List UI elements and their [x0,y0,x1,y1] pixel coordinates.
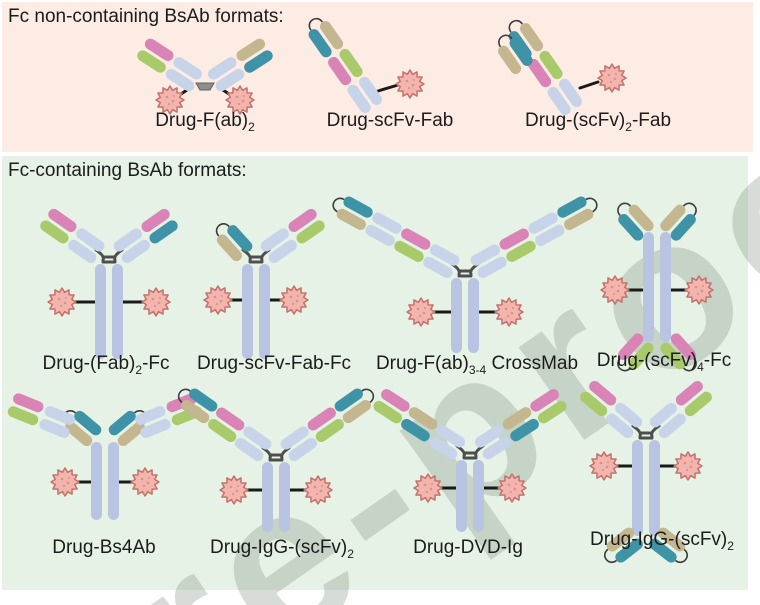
fab-arm [577,378,645,441]
diagram-drug-scfv4-fc [600,210,714,372]
fc-stem [95,264,123,359]
label-drug-bs4ab: Drug-Bs4Ab [52,537,156,558]
fc-stem [262,462,290,532]
label-drug-scfv2-fab: Drug-(scFv)2-Fab [524,110,672,134]
scfv-fab-chain [302,13,385,116]
diagram-drug-igg-scfv2-first [190,392,394,532]
diagram-drug-bs4ab [6,391,204,520]
scfv-unit [210,217,255,263]
fc-stem [91,442,119,520]
fab-arm [258,206,327,266]
fc-stem [643,232,671,342]
hinge-icon [94,248,124,264]
scfv-unit [57,404,103,449]
diagram-drug-fab2 [135,36,275,115]
drug-starburst-icon [673,451,703,481]
drug-starburst-icon [279,285,309,315]
linker-icon [195,82,215,91]
hinge-icon [241,248,271,264]
fc-stem [456,460,484,532]
fc-stem [242,264,270,359]
fab-arm [278,382,379,464]
hinge-icon [455,444,485,460]
drug-starburst-icon [203,285,233,315]
label-drug-fab2-fc: Drug-(Fab)2-Fc [42,353,170,377]
diagram-drug-scfv-fab-fc [203,206,327,359]
label-drug-fab2: Drug-F(ab)2 [155,110,255,134]
drug-starburst-icon [684,275,714,305]
hinge-icon [631,424,661,440]
fc-stem [451,278,479,353]
diagram-drug-scfv2-fab [496,20,627,118]
drug-starburst-icon [406,297,436,327]
hinge-icon [450,262,480,278]
drug-starburst-icon [494,297,524,327]
fab-arm [6,391,77,440]
fab-arm [371,387,468,462]
panel-fc-non-containing [2,2,753,152]
label-drug-scfv4-fc: Drug-(scFv)4-Fc [596,350,732,374]
diagram-drug-fab2-fc [38,206,180,359]
fab-arm [111,206,180,266]
fab-arm [205,36,275,94]
drug-starburst-icon [47,287,77,317]
drug-starburst-icon [219,475,249,505]
label-drug-fab34-crossmab: Drug-F(ab)3-4 CrossMab [375,353,579,377]
scfv-unit [106,404,152,449]
fab-arm [38,206,107,266]
drug-starburst-icon [497,473,527,503]
diagram-drug-scfv-fab [312,24,425,116]
section-title-fc-non-containing: Fc non-containing BsAb formats: [8,6,284,27]
fab-arm [647,378,715,441]
fab-arm [135,36,205,94]
drug-starburst-icon [589,451,619,481]
diagram-drug-fab34-crossmab [350,200,594,353]
drug-starburst-icon [141,287,171,317]
hinge-icon [261,446,291,462]
label-drug-igg-scfv2-first: Drug-IgG-(scFv)2 [210,537,354,561]
drug-starburst-icon [303,475,333,505]
drug-starburst-icon [395,69,425,99]
diagram-drug-dvd-ig [371,387,569,532]
drug-starburst-icon [50,467,80,497]
label-drug-scfv-fab: Drug-scFv-Fab [326,110,454,131]
label-drug-igg-scfv2-second: Drug-IgG-(scFv)2 [590,529,734,553]
diagram-drug-igg-scfv2-second [577,378,715,560]
drug-starburst-icon [413,473,443,503]
fab-arm [472,387,569,462]
section-title-fc-containing: Fc-containing BsAb formats: [8,160,247,181]
drug-starburst-icon [597,63,627,93]
label-drug-scfv-fab-fc: Drug-scFv-Fab-Fc [196,353,352,374]
drug-starburst-icon [130,467,160,497]
fc-stem [632,440,660,536]
label-drug-dvd-ig: Drug-DVD-Ig [413,537,523,558]
drug-starburst-icon [600,275,630,305]
